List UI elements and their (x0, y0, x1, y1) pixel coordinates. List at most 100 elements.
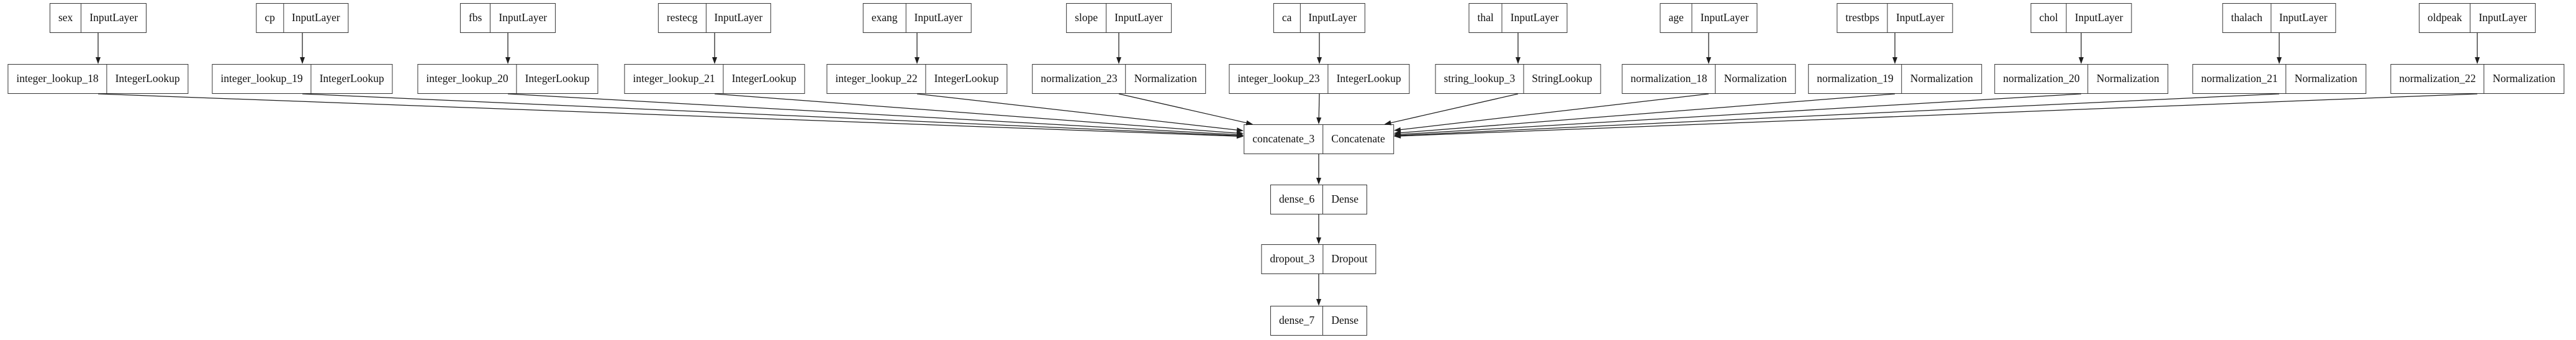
layer-name-label: dense_6 (1271, 185, 1324, 214)
layer-class-label: InputLayer (2074, 11, 2123, 24)
layer-class-label: Normalization (1910, 72, 1973, 85)
edge-arrowhead (1316, 237, 1321, 244)
edge-arrowhead (1236, 134, 1244, 139)
layer-name-label: thalach (2223, 4, 2271, 32)
input-node-sex: sex InputLayer (49, 3, 147, 33)
edge-arrowhead (1892, 57, 1897, 64)
layer-class-label: IntegerLookup (525, 72, 590, 85)
layer-class-label: InputLayer (914, 11, 963, 24)
chain-node-concatenate_3: concatenate_3 Concatenate (1244, 124, 1394, 154)
layer-class-label: IntegerLookup (115, 72, 180, 85)
layer-name-label: thal (1470, 4, 1503, 32)
layer-name-label: normalization_18 (1622, 65, 1716, 93)
layer-name-label: concatenate_3 (1244, 125, 1324, 154)
layer-name-label: restecg (659, 4, 707, 32)
layer-class-label: IntegerLookup (1336, 72, 1401, 85)
transform-node-integer_lookup_19: integer_lookup_19 IntegerLookup (212, 64, 393, 94)
edge-arrowhead (1394, 127, 1401, 132)
edge-line (302, 93, 1237, 136)
input-node-slope: slope InputLayer (1066, 3, 1172, 33)
layer-name-label: normalization_19 (1809, 65, 1902, 93)
transform-node-integer_lookup_18: integer_lookup_18 IntegerLookup (7, 64, 189, 94)
layer-name-label: integer_lookup_19 (212, 65, 312, 93)
input-node-chol: chol InputLayer (2030, 3, 2132, 33)
layer-class-label: Dropout (1331, 252, 1368, 265)
layer-name-label: age (1660, 4, 1692, 32)
edge-arrowhead (2277, 57, 2282, 64)
edge-arrowhead (1516, 57, 1521, 64)
edge-arrowhead (1316, 299, 1321, 306)
edge-line (1400, 93, 2280, 136)
layer-class-label: Concatenate (1331, 132, 1385, 145)
edge-arrowhead (1394, 130, 1401, 136)
edge-arrowhead (300, 57, 305, 64)
layer-name-label: chol (2031, 4, 2067, 32)
edge-line (507, 93, 1237, 136)
layer-name-label: integer_lookup_23 (1229, 65, 1329, 93)
layer-class-label: InputLayer (89, 11, 138, 24)
layer-name-label: fbs (461, 4, 491, 32)
layer-name-label: string_lookup_3 (1436, 65, 1524, 93)
layer-class-label: StringLookup (1532, 72, 1593, 85)
layer-class-label: InputLayer (1896, 11, 1945, 24)
edge-arrowhead (915, 57, 920, 64)
edge-line (714, 93, 1237, 134)
edge-arrowhead (2079, 57, 2084, 64)
edge-line (1400, 93, 2082, 135)
edge-line (916, 93, 1237, 131)
layer-name-label: sex (50, 4, 82, 32)
edge-arrowhead (1394, 132, 1401, 137)
edge-line (1391, 93, 1519, 124)
edge-arrowhead (2475, 57, 2480, 64)
layer-class-label: Normalization (1724, 72, 1787, 85)
layer-class-label: InputLayer (291, 11, 340, 24)
edge-arrowhead (505, 57, 510, 64)
edge-line (1400, 93, 1896, 134)
edge-line (97, 93, 1237, 137)
input-node-fbs: fbs InputLayer (459, 3, 556, 33)
edge-arrowhead (712, 57, 717, 64)
layer-class-label: Dense (1331, 193, 1359, 206)
layer-name-label: cp (256, 4, 284, 32)
chain-node-dense_6: dense_6 Dense (1270, 185, 1368, 214)
layer-name-label: integer_lookup_18 (8, 65, 107, 93)
edge-line (1400, 93, 1709, 131)
input-node-age: age InputLayer (1660, 3, 1758, 33)
layer-class-label: IntegerLookup (731, 72, 797, 85)
layer-name-label: normalization_23 (1033, 65, 1126, 93)
edge-arrowhead (96, 57, 101, 64)
layer-class-label: Dense (1331, 314, 1359, 327)
layer-name-label: slope (1067, 4, 1107, 32)
layer-class-label: InputLayer (499, 11, 548, 24)
edge-arrowhead (1236, 131, 1244, 136)
edge-arrowhead (1236, 132, 1244, 137)
layer-class-label: InputLayer (1114, 11, 1163, 24)
layer-class-label: InputLayer (1700, 11, 1749, 24)
layer-class-label: IntegerLookup (319, 72, 384, 85)
transform-node-string_lookup_3: string_lookup_3 StringLookup (1435, 64, 1601, 94)
edge-arrowhead (1394, 133, 1401, 139)
layer-name-label: oldpeak (2420, 4, 2471, 32)
transform-node-normalization_18: normalization_18 Normalization (1622, 64, 1796, 94)
layer-name-label: normalization_20 (1995, 65, 2089, 93)
edge-arrowhead (1317, 57, 1322, 64)
edge-arrowhead (1236, 127, 1244, 133)
edge-arrowhead (1316, 117, 1322, 124)
edge-arrowhead (1706, 57, 1711, 64)
layer-name-label: integer_lookup_21 (625, 65, 724, 93)
edge-arrowhead (1316, 178, 1321, 185)
